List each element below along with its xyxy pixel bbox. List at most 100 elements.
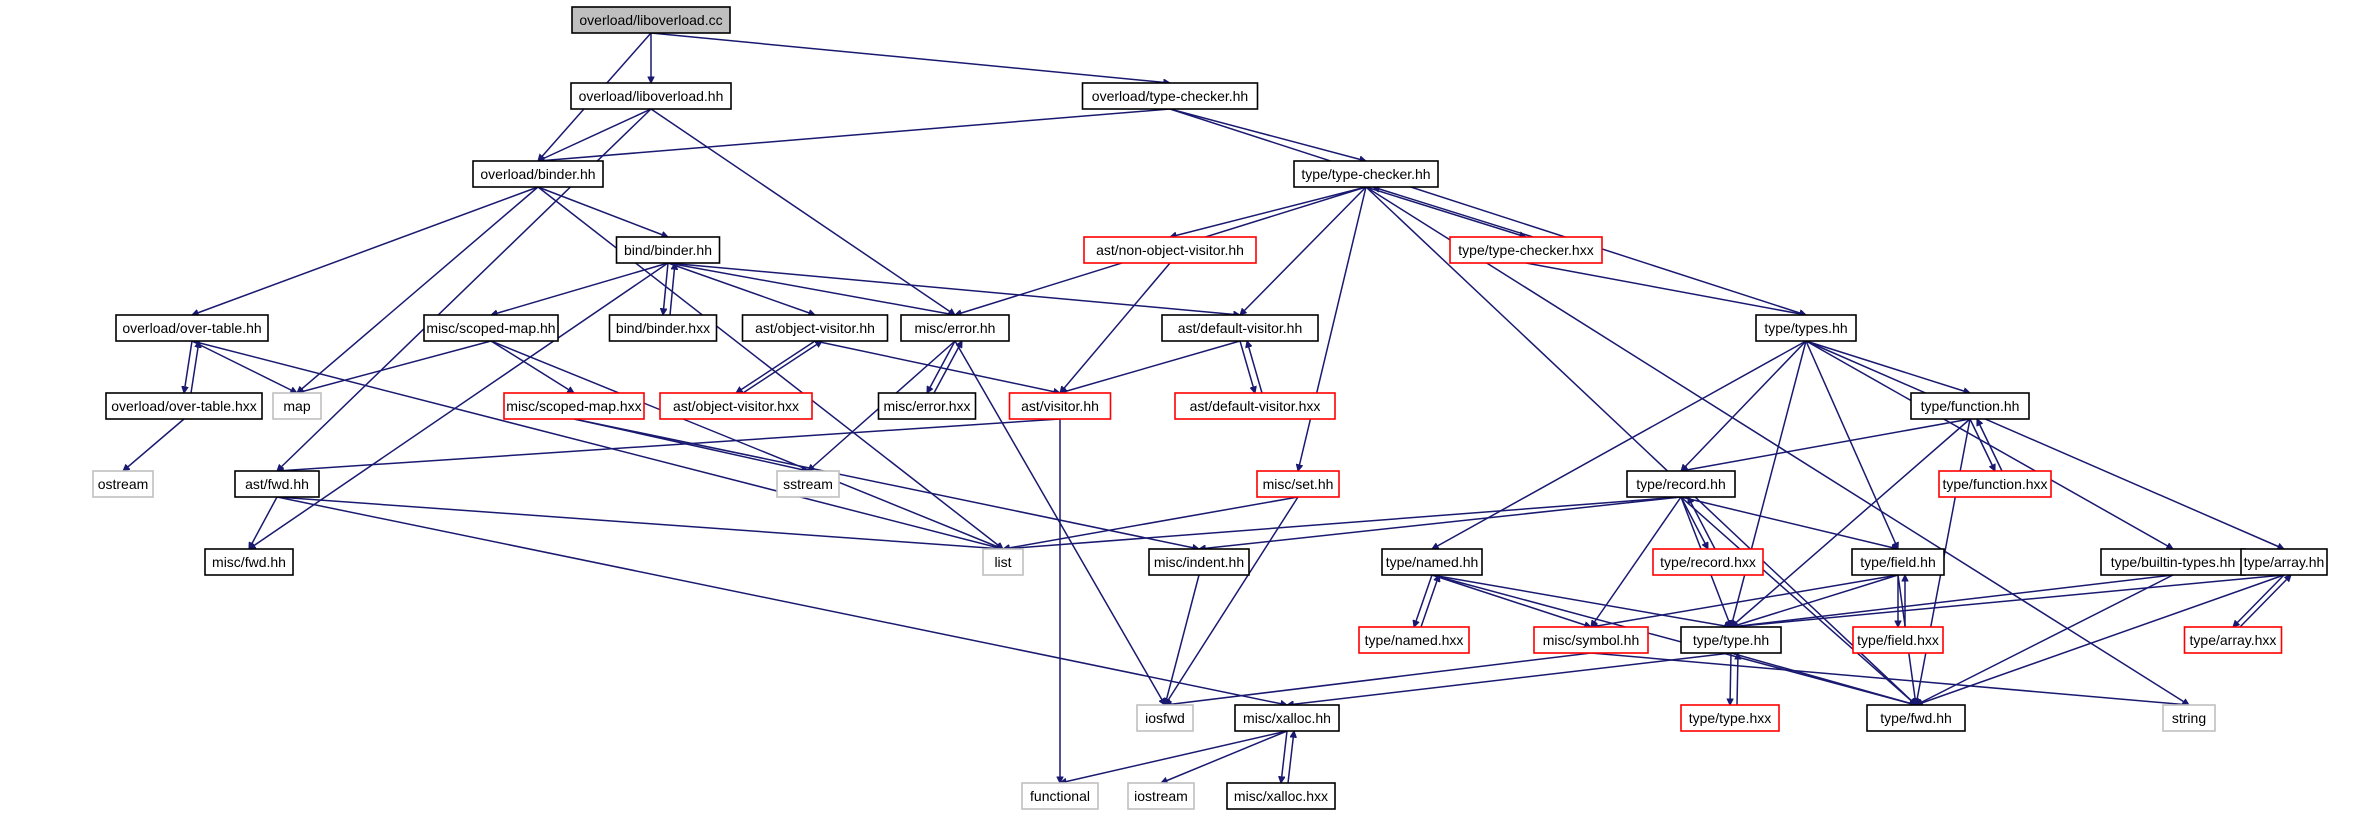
node-box — [1081, 82, 1259, 110]
node-box — [571, 6, 731, 34]
node-libhh[interactable]: overload/liboverload.hh — [570, 82, 732, 110]
node-box — [1234, 704, 1340, 732]
node-ovt[interactable]: overload/over-table.hh — [115, 314, 269, 342]
node-label: misc/error.hxx — [883, 398, 970, 414]
edge-line — [1976, 419, 2003, 472]
node-iosfwd[interactable]: iosfwd — [1136, 704, 1194, 732]
node-mindent[interactable]: misc/indent.hh — [1148, 548, 1250, 576]
edge-mxalloc-to-iostream — [1161, 730, 1288, 783]
edge-line — [1916, 574, 2174, 706]
node-root[interactable]: overload/liboverload.cc — [571, 6, 731, 34]
node-obinder[interactable]: overload/binder.hh — [472, 160, 604, 188]
node-box — [1755, 314, 1857, 342]
node-string[interactable]: string — [2162, 704, 2216, 732]
node-tfunchxx[interactable]: type/function.hxx — [1938, 470, 2052, 498]
edge-scmap-to-map — [297, 340, 492, 393]
node-ttchxx[interactable]: type/type-checker.hxx — [1449, 236, 1603, 264]
edge-line — [1170, 186, 1367, 237]
edge-mindent-to-iosfwd — [1165, 574, 1200, 705]
edge-ovt-to-map — [191, 340, 297, 394]
edge-line — [1169, 108, 1806, 315]
node-label: overload/liboverload.cc — [579, 12, 722, 28]
edge-line — [1432, 340, 1807, 550]
edge-line — [669, 263, 675, 316]
node-label: misc/scoped-map.hxx — [506, 398, 641, 414]
node-box — [1127, 782, 1195, 810]
edge-otc-to-obinder — [538, 108, 1171, 161]
node-iostream[interactable]: iostream — [1127, 782, 1195, 810]
node-box — [1851, 548, 1945, 576]
node-box — [503, 392, 645, 420]
edge-line — [1060, 730, 1288, 783]
edge-ovthxx-to-ovt — [190, 341, 199, 394]
node-ttypehxx[interactable]: type/type.hxx — [1680, 704, 1780, 732]
node-box — [1021, 782, 1099, 810]
node-afwd[interactable]: ast/fwd.hh — [234, 470, 320, 498]
node-map[interactable]: map — [272, 392, 322, 420]
node-tfield[interactable]: type/field.hh — [1851, 548, 1945, 576]
node-tarray[interactable]: type/array.hh — [2240, 548, 2328, 576]
node-tarrayhxx[interactable]: type/array.hxx — [2183, 626, 2283, 654]
node-box — [659, 392, 813, 420]
edge-libhh-to-merr — [650, 108, 955, 315]
node-bbinder[interactable]: bind/binder.hh — [615, 236, 721, 264]
edge-ttypes-to-tfield — [1805, 340, 1898, 549]
node-label: ast/fwd.hh — [245, 476, 309, 492]
node-ovthxx[interactable]: overload/over-table.hxx — [105, 392, 263, 420]
edge-line — [663, 262, 669, 315]
node-adef[interactable]: ast/default-visitor.hh — [1161, 314, 1319, 342]
node-ttypes[interactable]: type/types.hh — [1755, 314, 1857, 342]
edge-ttypes-to-tarray — [1805, 340, 2284, 549]
edge-tfunc-to-ttype — [1731, 418, 1971, 627]
node-label: type/builtin-types.hh — [2111, 554, 2236, 570]
node-ttc[interactable]: type/type-checker.hh — [1293, 160, 1439, 188]
node-tnamed[interactable]: type/named.hh — [1381, 548, 1483, 576]
node-tfunc[interactable]: type/function.hh — [1910, 392, 2030, 420]
node-label: overload/type-checker.hh — [1092, 88, 1248, 104]
node-box — [2240, 548, 2328, 576]
node-scmhxx[interactable]: misc/scoped-map.hxx — [503, 392, 645, 420]
node-scmap[interactable]: misc/scoped-map.hh — [423, 314, 559, 342]
edge-line — [742, 340, 822, 394]
node-aobj[interactable]: ast/object-visitor.hh — [741, 314, 889, 342]
node-trechxx[interactable]: type/record.hxx — [1652, 548, 1764, 576]
node-otc[interactable]: overload/type-checker.hh — [1081, 82, 1259, 110]
node-label: overload/over-table.hxx — [111, 398, 257, 414]
node-mset[interactable]: misc/set.hh — [1256, 470, 1340, 498]
node-merrhxx[interactable]: misc/error.hxx — [877, 392, 977, 420]
node-tbuiltin[interactable]: type/builtin-types.hh — [2100, 548, 2246, 576]
edge-line — [1287, 731, 1294, 784]
node-msym[interactable]: misc/symbol.hh — [1533, 626, 1649, 654]
node-avis[interactable]: ast/visitor.hh — [1008, 392, 1112, 420]
node-bbhxx[interactable]: bind/binder.hxx — [608, 314, 718, 342]
edge-bbinder-to-adef — [667, 262, 1240, 315]
edge-mset-to-iosfwd — [1164, 496, 1299, 705]
edge-line — [1239, 340, 1255, 393]
edge-afwd-to-list — [276, 496, 1003, 549]
node-sstream[interactable]: sstream — [776, 470, 840, 498]
edge-line — [1680, 496, 1898, 549]
node-tfwd[interactable]: type/fwd.hh — [1866, 704, 1966, 732]
node-merr[interactable]: misc/error.hh — [900, 314, 1010, 342]
node-functional[interactable]: functional — [1021, 782, 1099, 810]
node-label: ast/visitor.hh — [1021, 398, 1099, 414]
node-trec[interactable]: type/record.hh — [1626, 470, 1736, 498]
edge-obinder-to-ovt — [192, 186, 539, 315]
node-tfieldhxx[interactable]: type/field.hxx — [1852, 626, 1944, 654]
node-ostream[interactable]: ostream — [92, 470, 154, 498]
node-mxallochxx[interactable]: misc/xalloc.hxx — [1226, 782, 1336, 810]
node-mxalloc[interactable]: misc/xalloc.hh — [1234, 704, 1340, 732]
edge-scmap-to-scmhxx — [490, 340, 574, 394]
node-list[interactable]: list — [982, 548, 1024, 576]
node-aobjhxx[interactable]: ast/object-visitor.hxx — [659, 392, 813, 420]
node-adefhxx[interactable]: ast/default-visitor.hxx — [1174, 392, 1336, 420]
node-nonobj[interactable]: ast/non-object-visitor.hh — [1083, 236, 1257, 264]
node-mfwd[interactable]: misc/fwd.hh — [204, 548, 294, 576]
node-tnamedhxx[interactable]: type/named.hxx — [1358, 626, 1470, 654]
node-label: type/type-checker.hxx — [1458, 242, 1593, 258]
edge-ttypes-to-tnamed — [1432, 340, 1807, 550]
node-ttype[interactable]: type/type.hh — [1680, 626, 1782, 654]
edge-nonobj-to-avis — [1060, 262, 1171, 393]
node-label: misc/scoped-map.hh — [426, 320, 555, 336]
